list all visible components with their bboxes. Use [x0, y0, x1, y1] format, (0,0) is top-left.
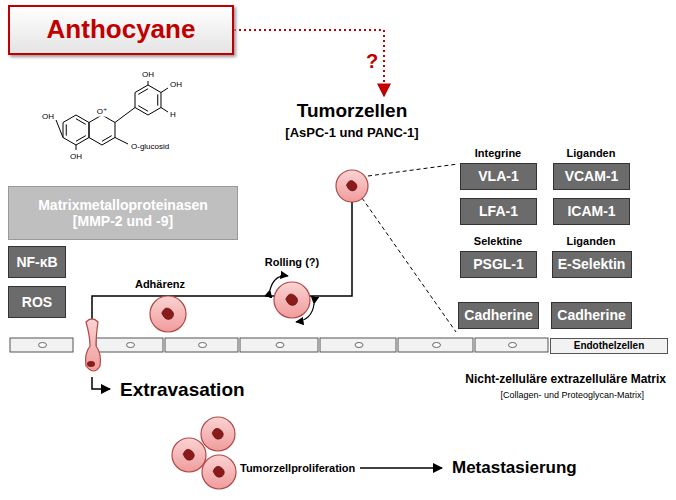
chem-group: OH: [41, 113, 55, 122]
dashed-leader: [368, 164, 458, 176]
column-heading: Liganden: [567, 235, 616, 247]
anthocyanin-structure: [56, 81, 168, 150]
cell-nucleus: [127, 343, 135, 348]
heading: Tumorzellen: [297, 101, 408, 122]
box-text: Anthocyane: [47, 15, 196, 45]
molecule-box: PSGL-1: [460, 251, 537, 278]
molecule-box: ICAM-1: [553, 198, 630, 225]
tumor-cell: [336, 170, 368, 202]
tumor-cell: [202, 455, 236, 489]
step-label: Extravasation: [120, 380, 245, 401]
title-box: Anthocyane: [8, 5, 234, 55]
molecule-box: ROS: [8, 286, 66, 318]
endothelial-cell: [10, 338, 73, 352]
chem-group: H: [169, 111, 177, 120]
box-text: Cadherine: [557, 307, 625, 323]
column-heading: Liganden: [567, 147, 616, 159]
enzyme-box: Matrixmetalloproteinasen[MMP-2 und -9]: [8, 186, 238, 240]
molecule-box: VCAM-1: [553, 163, 630, 190]
molecule-box: Cadherine: [551, 302, 632, 329]
tumor-cell: [172, 438, 206, 472]
endothelial-cell: [96, 338, 163, 352]
molecule-box: VLA-1: [460, 163, 537, 190]
molecule-box: NF-κB: [8, 246, 66, 278]
box-text: VCAM-1: [565, 168, 619, 184]
endothelial-cell: [165, 338, 238, 352]
question-mark: ?: [366, 50, 378, 72]
dotted-arrow: [234, 30, 384, 96]
endothelial-cell: [240, 338, 318, 352]
box-text: Endothelzellen: [574, 340, 645, 352]
column-heading: Selektine: [474, 235, 522, 247]
box-text: Matrixmetalloproteinasen: [38, 197, 208, 213]
endothelial-cell-box: Endothelzellen: [550, 338, 668, 354]
chem-group: O-glucosid: [130, 143, 170, 152]
step-label: Rolling (?): [265, 256, 319, 268]
column-heading: Integrine: [475, 147, 521, 159]
molecule-box: LFA-1: [460, 198, 537, 225]
chem-group: OH: [169, 81, 183, 90]
cell-nucleus: [199, 343, 207, 348]
cell-nucleus: [433, 343, 441, 348]
step-label: Adhärenz: [135, 278, 185, 290]
box-text: [MMP-2 und -9]: [73, 213, 173, 229]
rolling-arrow: [270, 276, 288, 290]
cell-nucleus: [355, 343, 363, 348]
endothelial-cell: [475, 338, 548, 352]
extravasating-cell: [86, 319, 101, 371]
box-text: Cadherine: [464, 307, 532, 323]
tumor-cell: [201, 417, 235, 451]
extravasation-arrow: [92, 377, 110, 389]
box-text: NF-κB: [16, 254, 57, 270]
molecule-box: Cadherine: [458, 302, 539, 329]
matrix-note: [Collagen- und Proteoglycan-Matrix]: [500, 391, 644, 401]
chem-group: OH: [141, 71, 155, 80]
chem-group: OH: [69, 153, 83, 162]
box-text: ROS: [22, 294, 52, 310]
proliferation-arrow: [360, 467, 442, 469]
cell-nucleus: [39, 343, 47, 348]
dashed-leader: [362, 198, 456, 332]
box-text: LFA-1: [479, 203, 518, 219]
chem-atom: O⁺: [96, 108, 108, 117]
box-text: ICAM-1: [567, 203, 615, 219]
cell-nucleus: [509, 343, 517, 348]
step-label: Metastasierung: [452, 459, 577, 478]
cell-lines: [AsPC-1 und PANC-1]: [285, 126, 418, 140]
endothelial-cell: [398, 338, 473, 352]
endothelial-cell: [320, 338, 396, 352]
matrix-label: Nicht-zelluläre extrazelluläre Matrix: [465, 373, 666, 386]
molecule-box: E-Selektin: [552, 251, 632, 278]
box-text: PSGL-1: [473, 256, 524, 272]
box-text: E-Selektin: [558, 256, 626, 272]
step-label: Tumorzellproliferation: [240, 462, 355, 474]
tumor-cell: [150, 296, 186, 332]
cell-nucleus: [276, 343, 284, 348]
tumor-cell: [274, 282, 310, 318]
box-text: VLA-1: [478, 168, 518, 184]
rolling-arrow: [296, 304, 314, 322]
